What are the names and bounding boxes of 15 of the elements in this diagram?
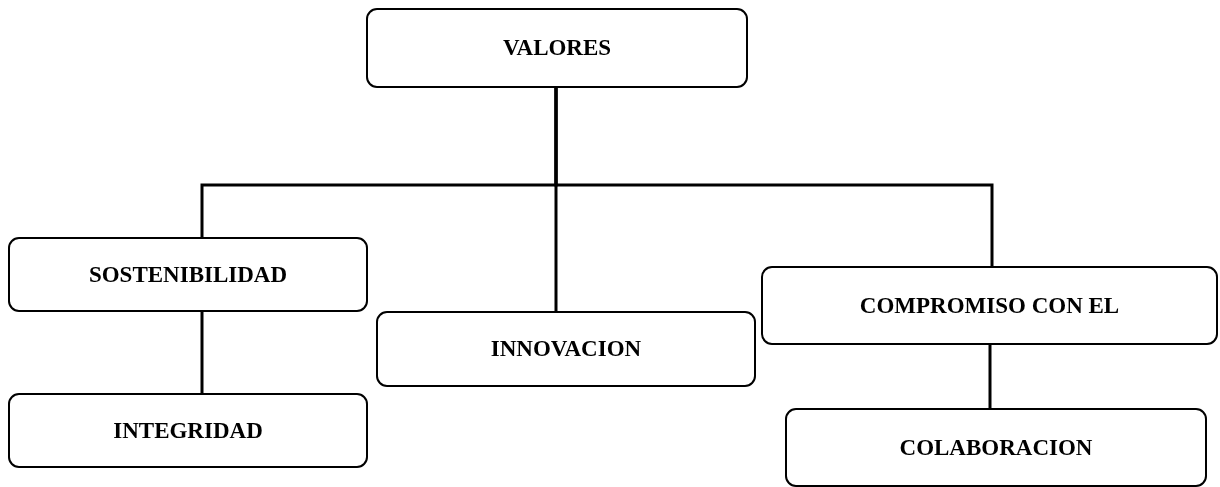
rounded-box [761, 266, 1218, 345]
connector-line [554, 88, 994, 266]
box-label: COMPROMISO CON EL [859, 292, 1120, 319]
rounded-box [376, 311, 756, 387]
rounded-box [8, 393, 368, 468]
box-label: SOSTENIBILIDAD [88, 261, 288, 288]
box-label: INTEGRIDAD [113, 417, 263, 444]
connector-line [988, 345, 992, 408]
rounded-box [366, 8, 748, 88]
box-label: INNOVACION [490, 336, 642, 362]
rounded-box [785, 408, 1207, 487]
box-label: COLABORACION [899, 434, 1093, 461]
box-label: VALORES [502, 35, 612, 61]
rounded-box [8, 237, 368, 312]
connector-line [200, 312, 204, 393]
